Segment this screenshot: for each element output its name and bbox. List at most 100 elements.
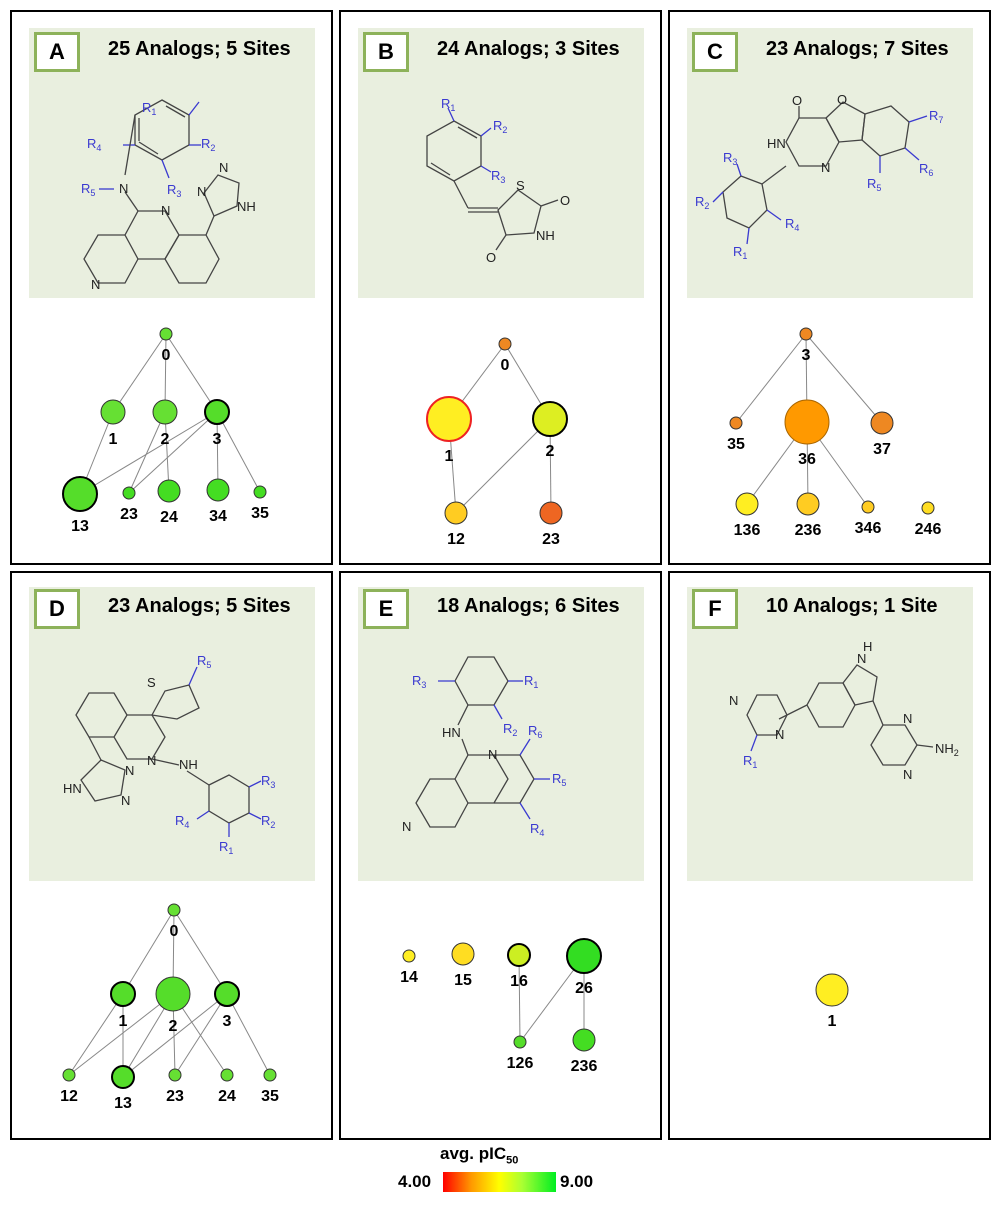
graph-node-26 <box>566 938 602 974</box>
graph-node-15 <box>451 942 475 966</box>
graph-node-label-126: 126 <box>507 1055 534 1072</box>
graph-edge <box>805 333 883 424</box>
mol-d-label-r4: R4 <box>175 813 189 830</box>
graph-node-136 <box>735 492 759 516</box>
graph-node-236 <box>572 1028 596 1052</box>
mol-b-label-o1: O <box>560 193 570 208</box>
graph-node-label-1: 1 <box>445 448 454 465</box>
molecule-e: R1 R2 R3 R4 R5 R6 HN N N <box>402 656 566 838</box>
panel-f: F 10 Analogs; 1 Site N H N N N N NH2 R1 … <box>668 571 991 1140</box>
graph-node-1 <box>426 396 472 442</box>
molecule-d: S R5 N NH HN N N R1 R2 R3 R4 <box>63 653 275 856</box>
mol-a-label-r5: R5 <box>81 181 95 198</box>
graph-node-3 <box>214 981 240 1007</box>
graph-edge <box>174 993 228 1076</box>
graph-edge <box>216 411 219 491</box>
mol-f-label-nh2: NH2 <box>935 741 959 758</box>
mol-c-label-r7: R7 <box>929 108 943 125</box>
graph-node-24 <box>220 1068 234 1082</box>
legend-title-sub: 50 <box>506 1154 519 1167</box>
graph-edge <box>128 411 218 494</box>
graph-node-0 <box>167 903 181 917</box>
graph-node-2 <box>155 976 191 1012</box>
graph-node-label-13: 13 <box>71 518 89 535</box>
mol-c-label-n: N <box>821 160 830 175</box>
graph-edge <box>173 909 228 995</box>
graph-node-label-3: 3 <box>213 431 222 448</box>
mol-a-label-n1: N <box>119 181 128 196</box>
graph-edge <box>165 333 218 413</box>
graph-edge <box>216 411 261 493</box>
panel-title-f: 10 Analogs; 1 Site <box>766 595 938 617</box>
panel-letter-f: F <box>692 589 738 629</box>
mol-c-label-r4: R4 <box>785 216 799 233</box>
mol-f-label-r1: R1 <box>743 753 757 770</box>
graph-edge <box>122 909 175 995</box>
graph-node-13 <box>62 476 98 512</box>
mol-c-label-r6: R6 <box>919 161 933 178</box>
mol-e-label-r6: R6 <box>528 723 542 740</box>
mol-e-label-n1: N <box>488 747 497 762</box>
mol-e-label-r1: R1 <box>524 673 538 690</box>
graph-node-126 <box>513 1035 527 1049</box>
mol-b-label-r2: R2 <box>493 118 507 135</box>
mol-a-label-nh: NH <box>237 199 256 214</box>
mol-d-label-s: S <box>147 675 156 690</box>
graph-node-label-236: 236 <box>571 1058 598 1075</box>
mol-f-label-h: H <box>863 639 872 654</box>
structure-box-e <box>358 587 644 881</box>
graph-node-label-24: 24 <box>218 1088 236 1105</box>
graph-node-3 <box>204 399 230 425</box>
panel-title-b: 24 Analogs; 3 Sites <box>437 38 620 60</box>
mol-b-label-nh: NH <box>536 228 555 243</box>
legend-title-main: avg. pIC <box>440 1144 507 1163</box>
panel-b: B 24 Analogs; 3 Sites R1 R2 R3 S O NH O … <box>339 10 662 565</box>
mol-b-label-s: S <box>516 178 525 193</box>
mol-d-label-r2: R2 <box>261 813 275 830</box>
panel-letter-d: D <box>34 589 80 629</box>
mol-e-label-r4: R4 <box>530 821 544 838</box>
mol-f-label-nh: N <box>857 651 866 666</box>
graph-node-label-36: 36 <box>798 451 816 468</box>
mol-a-label-r4: R4 <box>87 136 101 153</box>
graph-node-37 <box>870 411 894 435</box>
graph-node-label-1: 1 <box>109 431 118 448</box>
mol-f-label-n1: N <box>729 693 738 708</box>
structure-box-c <box>687 28 973 298</box>
graph-node-24 <box>157 479 181 503</box>
graph-node-label-23: 23 <box>120 506 138 523</box>
graph-node-label-35: 35 <box>261 1088 279 1105</box>
panel-letter-b: B <box>363 32 409 72</box>
mol-d-label-n2: N <box>125 763 134 778</box>
legend-color-bar <box>443 1172 556 1192</box>
graph-node-label-34: 34 <box>209 508 227 525</box>
graph-edge <box>164 411 170 492</box>
graph-node-label-26: 26 <box>575 980 593 997</box>
mol-a-label-n4: N <box>197 184 206 199</box>
molecule-a: R1 R2 R3 R4 R5 N N N NH N N <box>81 99 256 292</box>
graph-node-label-3: 3 <box>802 347 811 364</box>
graph-node-label-37: 37 <box>873 441 891 458</box>
mol-d-label-r1: R1 <box>219 839 233 856</box>
graph-node-236 <box>796 492 820 516</box>
graph-node-2 <box>152 399 178 425</box>
graph-node-16 <box>507 943 531 967</box>
graph-node-label-13: 13 <box>114 1095 132 1112</box>
graph-node-12 <box>444 501 468 525</box>
mol-c-label-r2: R2 <box>695 194 709 211</box>
mol-e-label-r3: R3 <box>412 673 426 690</box>
graph-node-0 <box>498 337 512 351</box>
graph-node-label-15: 15 <box>454 972 472 989</box>
mol-a-label-r1: R1 <box>142 100 156 117</box>
mol-b-label-r3: R3 <box>491 168 505 185</box>
graph-node-label-12: 12 <box>60 1088 78 1105</box>
graph-node-0 <box>159 327 173 341</box>
graph-node-35 <box>263 1068 277 1082</box>
molecule-b: R1 R2 R3 S O NH O <box>426 96 570 265</box>
graph-node-3 <box>799 327 813 341</box>
